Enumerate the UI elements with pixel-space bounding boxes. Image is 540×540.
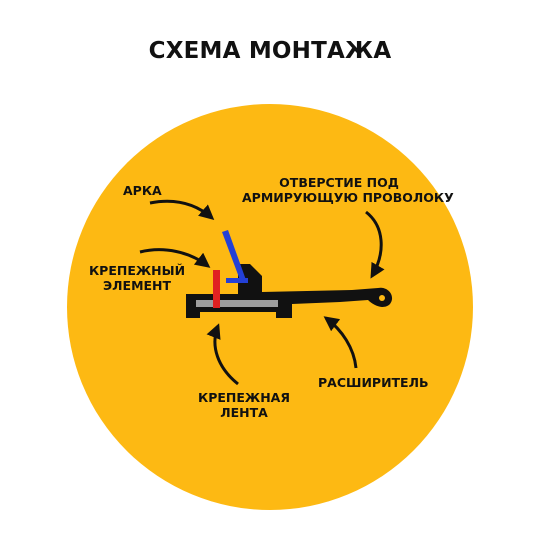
- arch: [222, 230, 246, 280]
- label-tape-line1: КРЕПЕЖНАЯ: [198, 390, 290, 405]
- reinforcing-wire-hole: [379, 295, 385, 301]
- label-fastening-element: КРЕПЕЖНЫЙ ЭЛЕМЕНТ: [85, 263, 189, 293]
- label-fastening-element-line1: КРЕПЕЖНЫЙ: [88, 263, 186, 278]
- label-reinforcing-wire-hole: ОТВЕРСТИЕ ПОД АРМИРУЮЩУЮ ПРОВОЛОКУ: [242, 175, 454, 205]
- arch-base: [226, 278, 248, 283]
- arrow-expander: [323, 316, 358, 369]
- label-tape-line2: ЛЕНТА: [220, 405, 268, 420]
- label-hole-line1: ОТВЕРСТИЕ ПОД: [279, 175, 399, 190]
- label-arch: АРКА: [123, 183, 162, 198]
- label-fastening-tape: КРЕПЕЖНАЯ ЛЕНТА: [198, 390, 290, 420]
- arrow-tape: [206, 323, 239, 386]
- fastening-tape: [196, 300, 278, 307]
- arrow-fastening-element: [139, 248, 211, 268]
- page-title: СХЕМА МОНТАЖА: [148, 38, 392, 64]
- arrow-arch: [149, 199, 215, 220]
- label-arch-text: АРКА: [123, 183, 162, 198]
- label-fastening-element-line2: ЭЛЕМЕНТ: [102, 278, 172, 293]
- label-hole-line2: АРМИРУЮЩУЮ ПРОВОЛОКУ: [242, 190, 454, 205]
- arrow-hole: [365, 210, 385, 279]
- label-expander-text: РАСШИРИТЕЛЬ: [318, 375, 429, 390]
- label-expander: РАСШИРИТЕЛЬ: [318, 375, 429, 390]
- fastening-element: [213, 270, 220, 308]
